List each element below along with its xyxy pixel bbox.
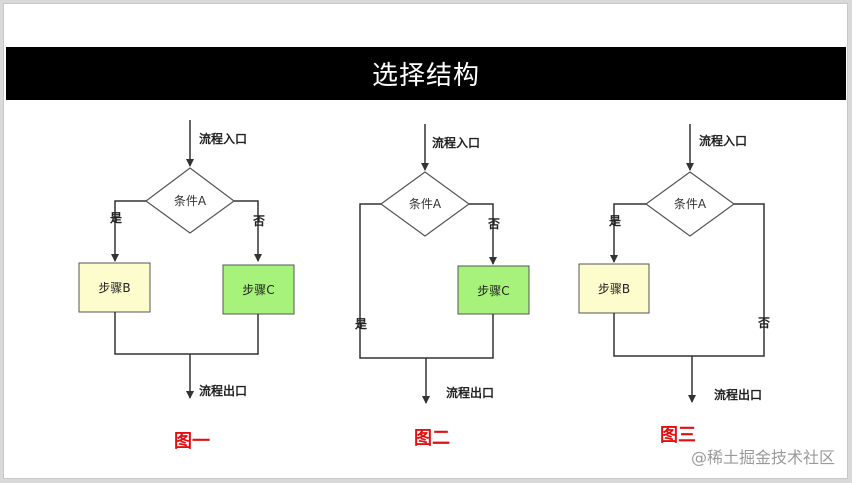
no-branch-line	[469, 203, 497, 265]
exit-label: 流程出口	[199, 383, 247, 398]
step-b-label: 步骤B	[98, 281, 130, 295]
figure-2-label: 图二	[414, 428, 450, 449]
yes-label: 是	[109, 211, 123, 225]
entry-label: 流程入口	[432, 135, 480, 150]
yes-branch-line	[111, 200, 146, 262]
entry-label: 流程入口	[699, 133, 747, 148]
merge-line	[114, 312, 259, 355]
condition-label: 条件A	[674, 197, 707, 211]
no-branch-line	[613, 203, 765, 357]
no-branch-line	[234, 200, 262, 262]
yes-label: 是	[608, 214, 622, 228]
step-c-box	[457, 265, 530, 315]
figure-2-diagram: 流程入口 条件A 否 步骤C 是 流程出口 图二	[354, 124, 530, 449]
no-label: 否	[252, 214, 265, 228]
condition-label: 条件A	[409, 197, 442, 211]
page-title: 选择结构	[6, 47, 846, 100]
step-c-label: 步骤C	[477, 284, 509, 298]
condition-diamond	[644, 171, 736, 237]
yes-branch-line	[359, 203, 494, 359]
figure-1-diagram: 流程入口 条件A 是 否 步骤B 步骤C 流程出口 图一	[78, 120, 295, 452]
figure-3-label: 图三	[660, 425, 696, 446]
entry-label: 流程入口	[199, 131, 247, 146]
figure-1-label: 图一	[174, 431, 210, 452]
exit-label: 流程出口	[446, 385, 494, 400]
yes-branch-line	[610, 203, 646, 263]
condition-diamond	[379, 171, 471, 237]
figure-3-diagram: 流程入口 条件A 是 步骤B 否 流程出口 图三	[578, 124, 770, 446]
step-b-label: 步骤B	[598, 282, 630, 296]
watermark: @稀土掘金技术社区	[691, 448, 835, 467]
exit-label: 流程出口	[714, 387, 762, 402]
condition-label: 条件A	[174, 194, 207, 208]
no-label: 否	[757, 316, 770, 330]
condition-diamond	[144, 167, 236, 234]
no-label: 否	[487, 217, 500, 231]
step-c-label: 步骤C	[242, 283, 274, 297]
yes-label: 是	[354, 317, 368, 331]
